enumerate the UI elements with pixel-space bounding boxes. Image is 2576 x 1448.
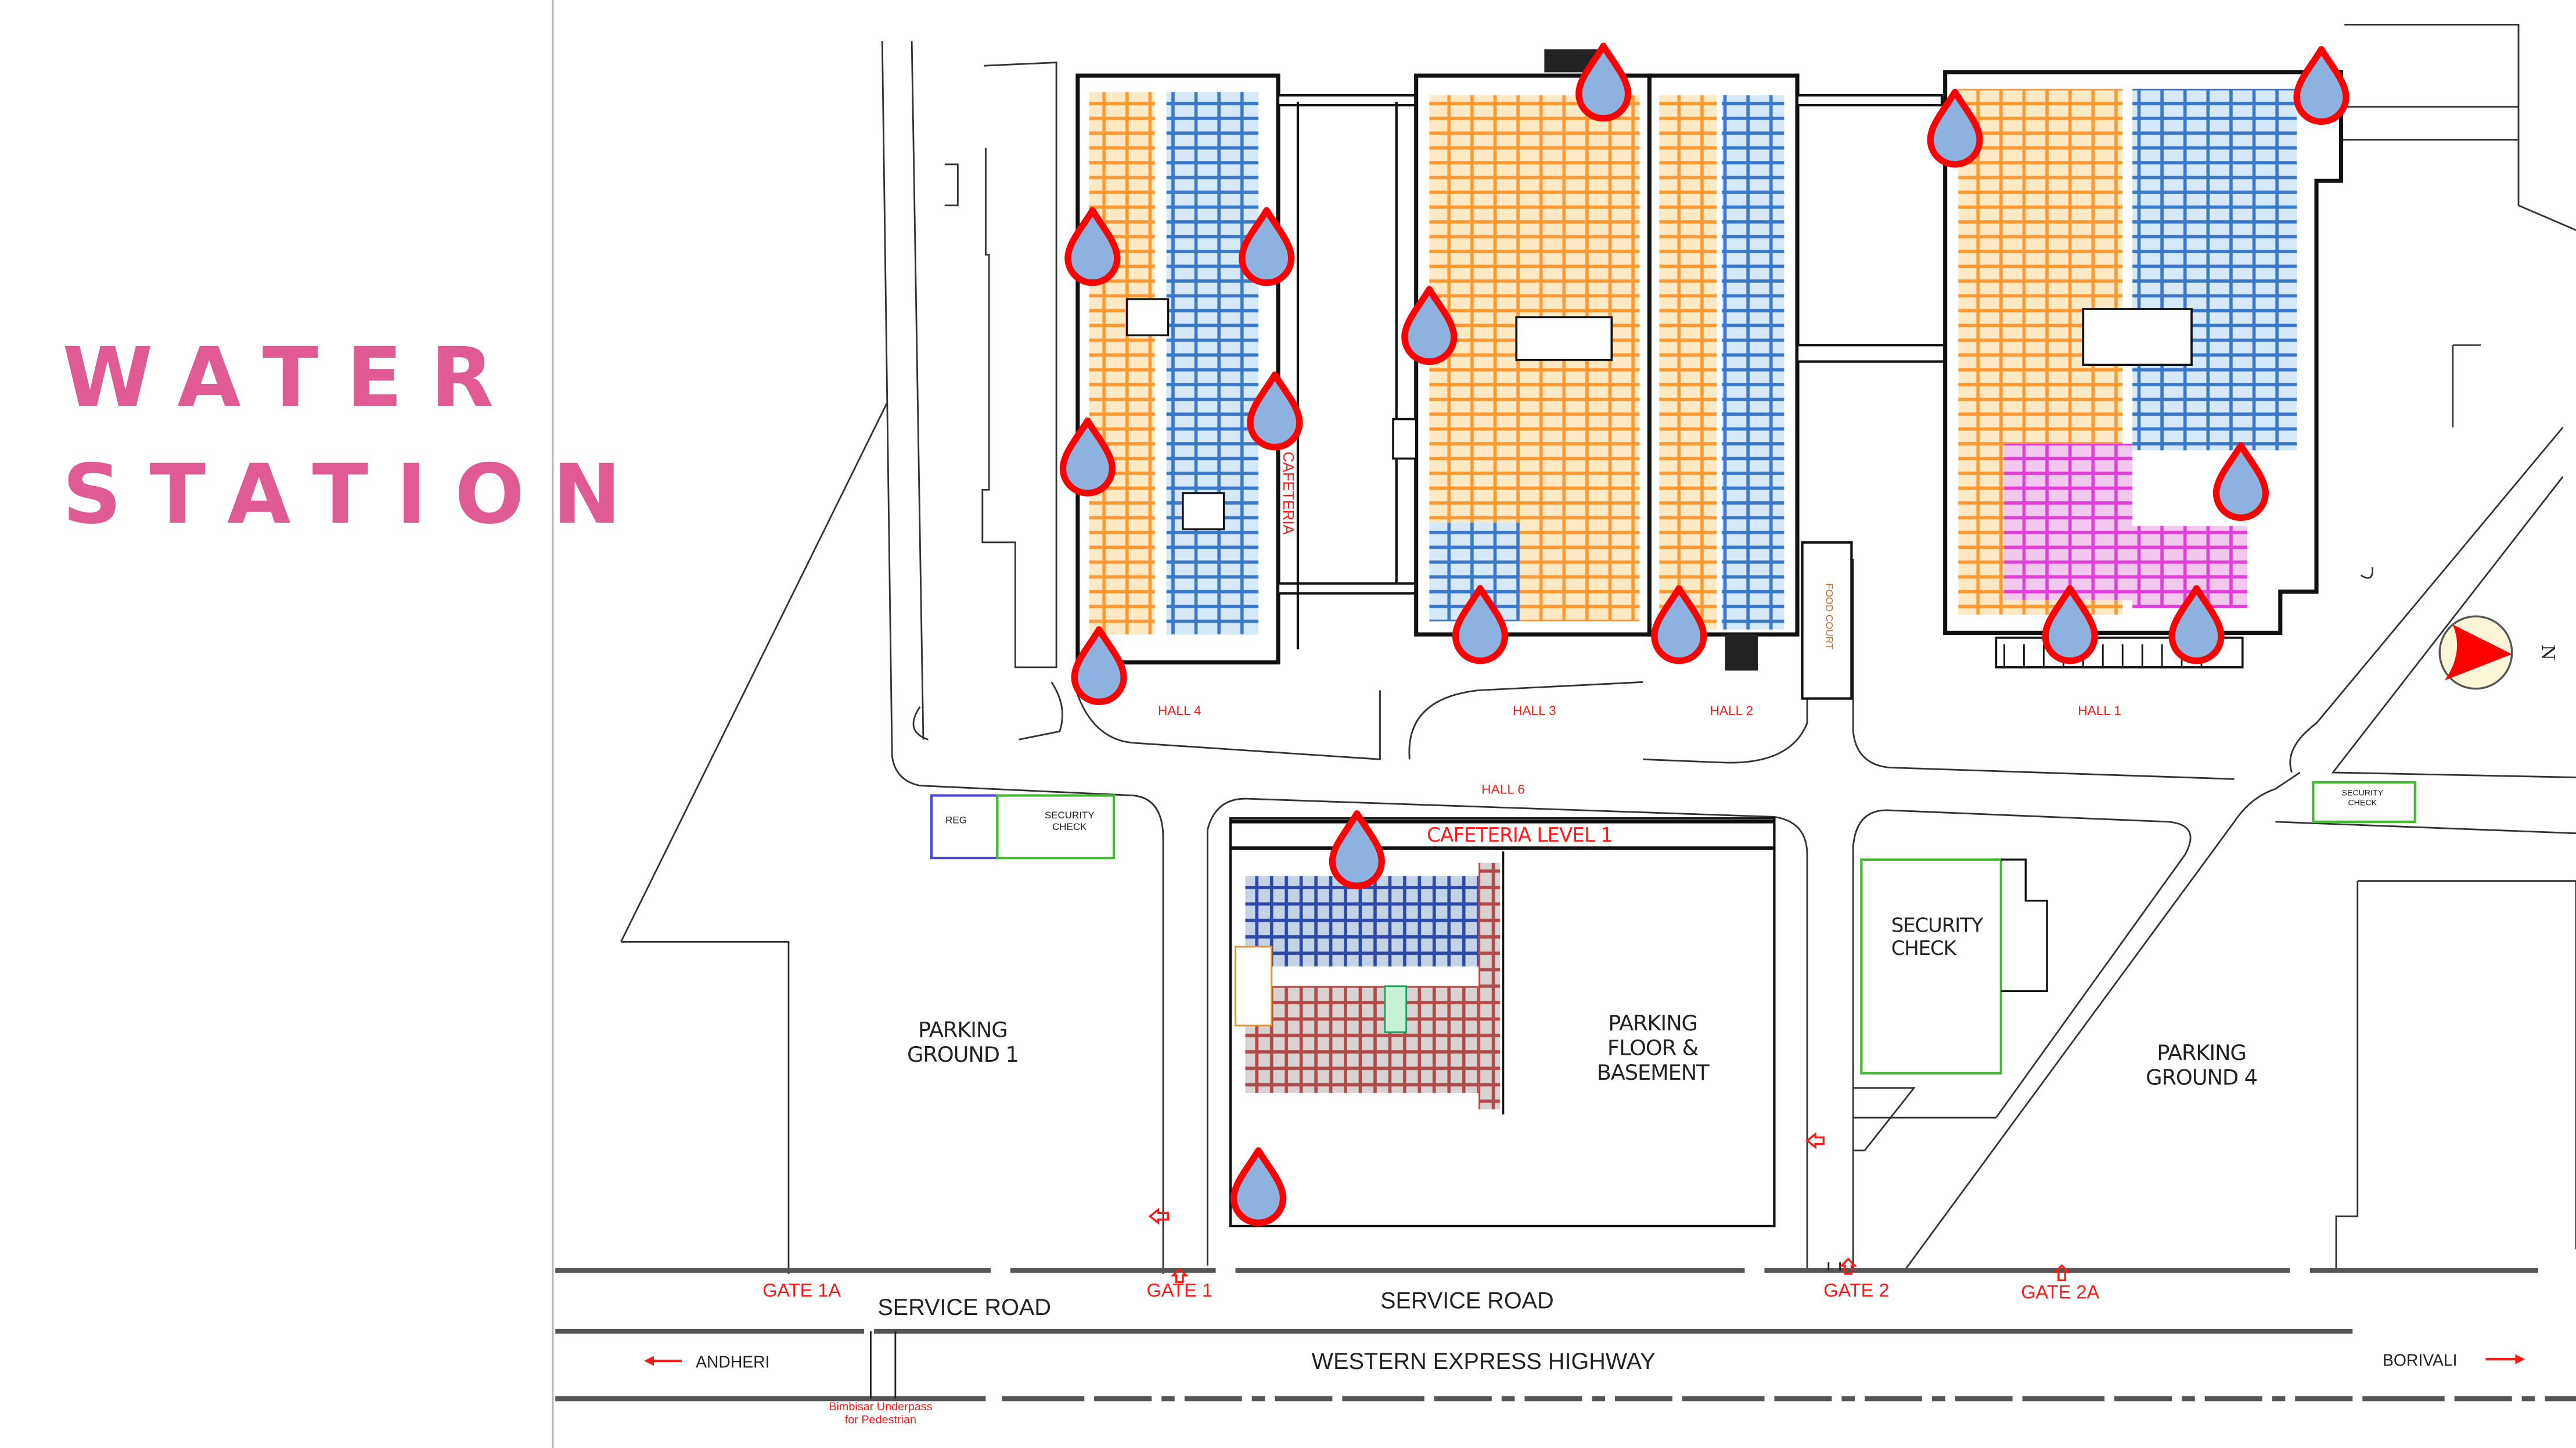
- reg-label: REG: [945, 817, 967, 827]
- parking-ground-4-label: PARKING GROUND 4: [2146, 1042, 2258, 1091]
- water-drop-icon[interactable]: HALL 4: [1064, 207, 1121, 286]
- parking-ground-1-label: PARKING GROUND 1: [906, 1019, 1019, 1069]
- cafeteria-level-1-building[interactable]: [1229, 817, 1776, 1228]
- security-check-center-box[interactable]: [1860, 858, 2002, 1075]
- water-drop-icon[interactable]: HALL 2: [1651, 585, 1707, 664]
- hall-2-building[interactable]: [1647, 73, 1953, 700]
- direction-andheri-label: ANDHERI: [696, 1354, 770, 1372]
- water-drop-icon[interactable]: HALL 1: [2042, 585, 2098, 664]
- road-outlines: [555, 24, 2576, 1402]
- security-check-left-box[interactable]: [996, 794, 1116, 860]
- water-drop-icon[interactable]: CAFETERIA LEVEL 1: [1230, 1147, 1287, 1226]
- gate-arrows: [1148, 1131, 2071, 1283]
- cafeteria-vertical-label: CAFETERIA: [1280, 451, 1297, 535]
- gate-arrow-icon: [1839, 1257, 1858, 1275]
- water-drop-icon[interactable]: HALL 4: [1059, 417, 1116, 497]
- gate-1-label: GATE 1: [1146, 1282, 1213, 1302]
- food-court-label: FOOD COURT: [1822, 583, 1833, 650]
- water-drop-icon[interactable]: HALL 3: [1575, 42, 1632, 122]
- hall-4-building[interactable]: [1075, 73, 1417, 664]
- water-drop-icon[interactable]: HALL 4: [1239, 207, 1295, 286]
- water-drop-icon[interactable]: HALL 1: [2212, 442, 2269, 521]
- page-title-line-1: WATER: [62, 330, 522, 426]
- gate-2a-label: GATE 2A: [2021, 1283, 2100, 1303]
- hall-4-label: HALL 4: [1157, 703, 1201, 718]
- water-drop-icon[interactable]: HALL 4: [1247, 371, 1303, 451]
- underpass-label: Bimbisar Underpass for Pedestrian: [829, 1402, 933, 1427]
- water-drop-icon[interactable]: HALL 1: [1927, 88, 1983, 168]
- water-drop-icon[interactable]: HALL 3: [1401, 286, 1458, 365]
- highway-label: WESTERN EXPRESS HIGHWAY: [1311, 1348, 1656, 1374]
- hall-3-label: HALL 3: [1513, 703, 1556, 718]
- service-road-left-label: SERVICE ROAD: [877, 1293, 1051, 1320]
- north-arrow-icon: [2438, 615, 2513, 690]
- gate-arrow-icon: [1170, 1267, 1189, 1283]
- security-check-right-box[interactable]: [2312, 781, 2416, 823]
- water-drop-icon[interactable]: HALL 3: [1452, 585, 1509, 664]
- service-road-center-label: SERVICE ROAD: [1380, 1287, 1554, 1313]
- hall-3-building[interactable]: [1392, 49, 1652, 637]
- vertical-divider: [552, 0, 554, 1448]
- water-drop-icon[interactable]: HALL 4: [1071, 626, 1127, 705]
- water-drop-icon[interactable]: CAFETERIA LEVEL 1: [1329, 810, 1385, 889]
- gate-2-label: GATE 2: [1823, 1282, 1890, 1302]
- cafeteria-level-1-label: CAFETERIA LEVEL 1: [1427, 823, 1613, 847]
- water-stations-layer: HALL 4 HALL 4 HALL 4 HALL 4 HALL 4 HALL 3 HALL…: [1059, 42, 2350, 1226]
- gate-arrow-icon: [1148, 1208, 1170, 1225]
- security-check-right-label: SECURITY CHECK: [2341, 789, 2384, 809]
- gate-1a-label: GATE 1A: [762, 1282, 841, 1302]
- hall-6-label: HALL 6: [1481, 782, 1525, 797]
- gate-arrow-icon: [2053, 1264, 2071, 1282]
- direction-borivali-label: BORIVALI: [2383, 1352, 2458, 1371]
- water-drop-icon[interactable]: HALL 1: [2168, 585, 2225, 664]
- parking-floor-basement-label: PARKING FLOOR & BASEMENT: [1596, 1012, 1710, 1087]
- security-check-center-label: SECURITY CHECK: [1891, 914, 1984, 960]
- hall-1-label: HALL 1: [2078, 703, 2121, 718]
- water-drop-icon[interactable]: HALL 1: [2293, 46, 2350, 125]
- page-title-line-2: STATION: [62, 447, 649, 542]
- gate-arrow-icon: [1805, 1131, 1825, 1149]
- hall-1-building[interactable]: [1943, 70, 2344, 669]
- hall-2-label: HALL 2: [1710, 703, 1754, 718]
- compass-north-label: N: [2537, 644, 2559, 661]
- security-check-left-label: SECURITY CHECK: [1044, 811, 1095, 833]
